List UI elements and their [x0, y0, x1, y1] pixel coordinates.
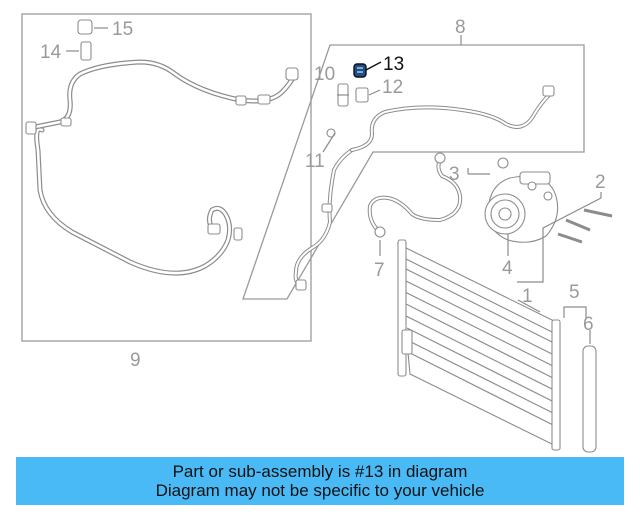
- callout-10: 10: [314, 64, 335, 85]
- callout-4: 4: [502, 258, 513, 279]
- compressor: [484, 171, 559, 243]
- callout-3: 3: [449, 164, 460, 185]
- callout-7: 7: [374, 260, 385, 281]
- callout-2: 2: [595, 172, 606, 193]
- callout-5: 5: [569, 282, 580, 303]
- callout-15: 15: [112, 19, 133, 40]
- liquid-line: [367, 152, 463, 238]
- callout-13: 13: [383, 54, 404, 75]
- bolts: [557, 208, 613, 244]
- callout-6: 6: [583, 314, 594, 335]
- callout-9: 9: [130, 350, 141, 371]
- frame-9: [21, 13, 312, 342]
- callout-12: 12: [382, 77, 403, 98]
- condenser: [397, 239, 561, 451]
- part-14-valve: [80, 41, 92, 61]
- suction-hose: [25, 59, 299, 276]
- banner-line-1: Part or sub-assembly is #13 in diagram: [172, 462, 468, 481]
- callout-1: 1: [522, 286, 533, 307]
- pressure-line: [293, 83, 555, 291]
- callout-11: 11: [305, 151, 325, 172]
- frame-8: [242, 44, 585, 300]
- receiver-drier: [582, 330, 597, 453]
- part-15-cap: [77, 19, 93, 35]
- part-13-highlighted: [353, 61, 382, 78]
- info-banner: Part or sub-assembly is #13 in diagram D…: [16, 457, 624, 505]
- callout-8: 8: [455, 17, 466, 38]
- banner-line-2: Diagram may not be specific to your vehi…: [155, 481, 485, 500]
- callout-14: 14: [40, 42, 62, 63]
